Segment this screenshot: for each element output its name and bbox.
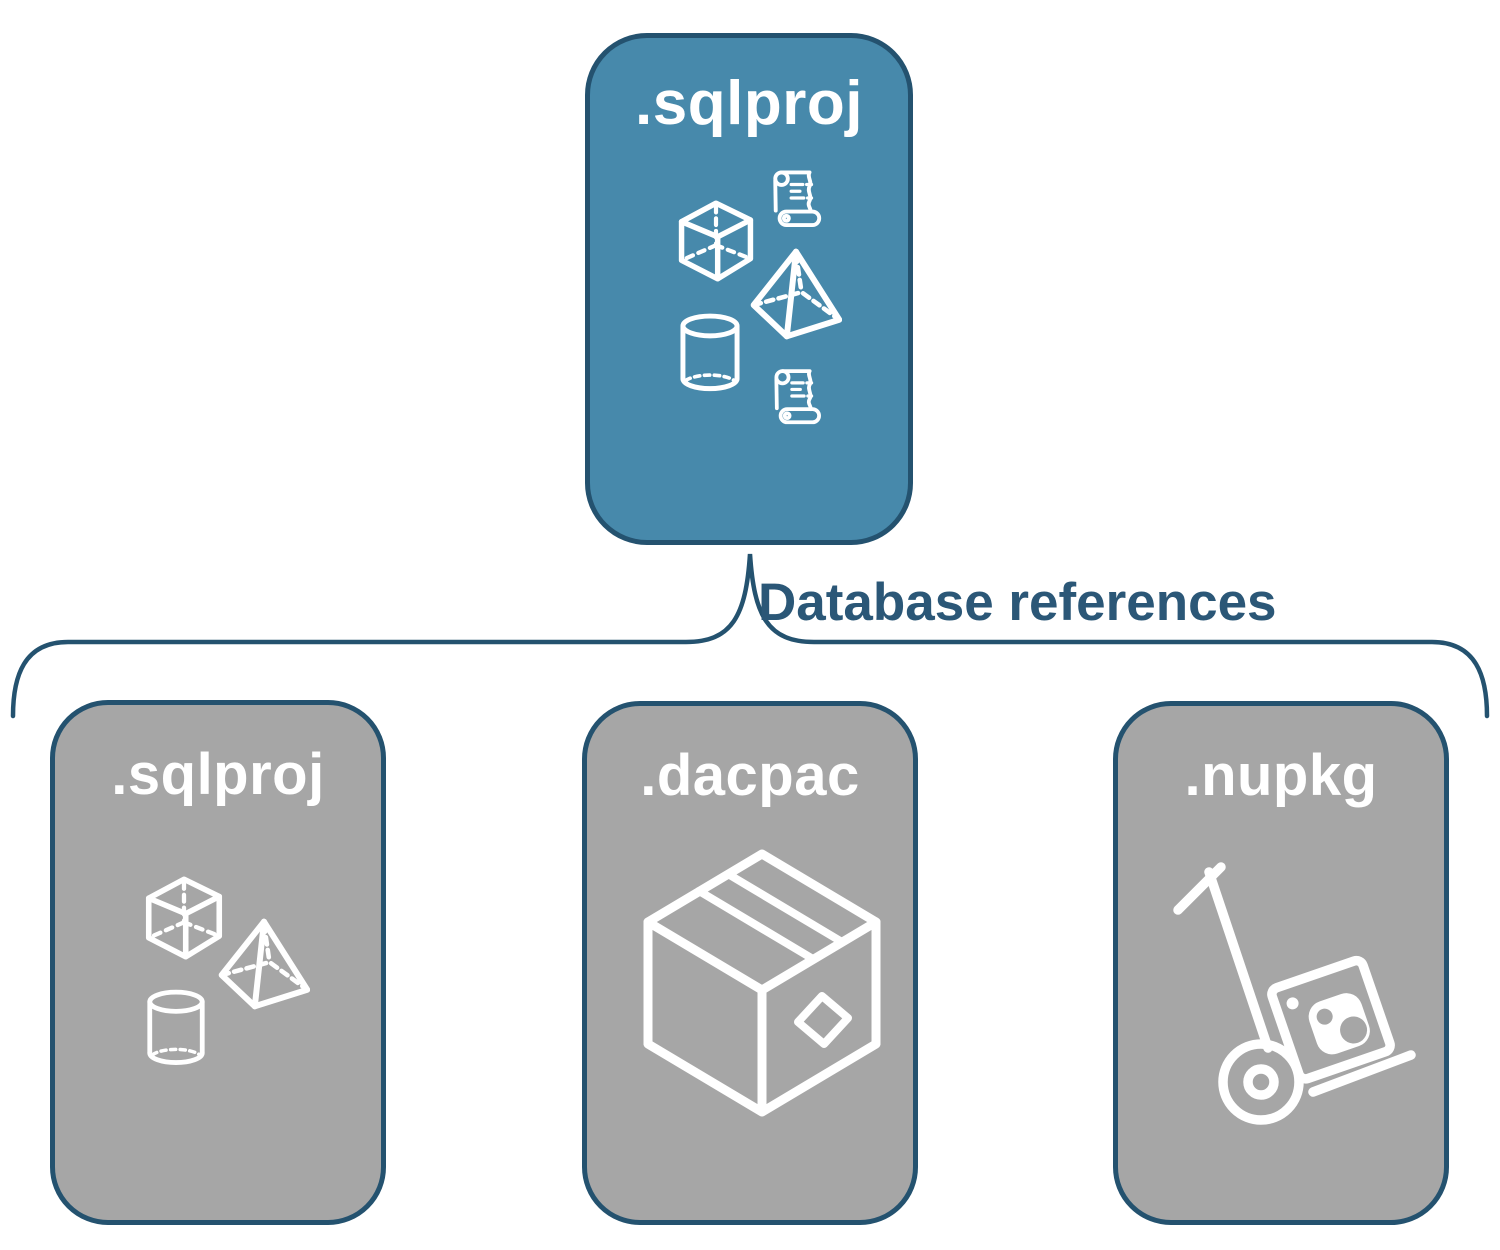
pyramid-icon: [215, 918, 313, 1010]
connector-label: Database references: [758, 573, 1277, 632]
child-node-title: .sqlproj: [111, 742, 325, 807]
node-child-nupkg: .nupkg: [1113, 701, 1449, 1225]
package-box-icon: [642, 848, 882, 1128]
node-child-dacpac: .dacpac: [582, 701, 918, 1225]
child-node-title: .nupkg: [1184, 743, 1378, 808]
scroll-icon: [769, 365, 826, 427]
child-node-title: .dacpac: [640, 743, 860, 808]
cylinder-icon: [677, 312, 743, 394]
node-child-sqlproj: .sqlproj: [50, 700, 386, 1225]
cylinder-icon: [144, 988, 208, 1068]
pyramid-icon: [745, 248, 847, 340]
node-root-sqlproj: .sqlproj: [585, 33, 913, 545]
scroll-icon: [768, 166, 826, 230]
root-node-title: .sqlproj: [635, 69, 863, 138]
hand-truck-nuget-icon: [1165, 860, 1425, 1130]
